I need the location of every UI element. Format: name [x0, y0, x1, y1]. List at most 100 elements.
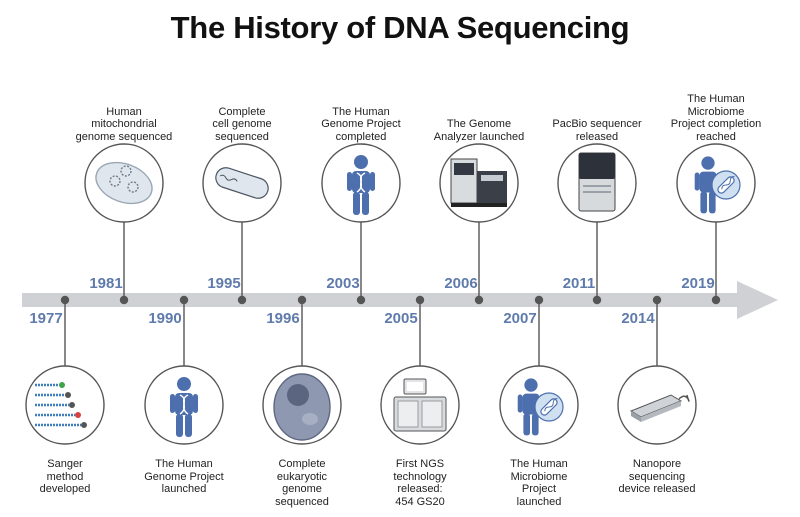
year-label: 1996: [266, 310, 300, 327]
ngs-machine-icon: [393, 378, 447, 432]
event-label-line: First NGS: [395, 458, 445, 470]
timeline-marker: [179, 295, 189, 305]
timeline-marker: [237, 295, 247, 305]
page-title: The History of DNA Sequencing: [170, 10, 630, 45]
event-label-line: PacBio sequencer: [552, 118, 642, 130]
event-label-line: sequenced: [215, 130, 269, 143]
human-microbiome-icon: [517, 378, 564, 436]
event-label-line: launched: [516, 495, 562, 508]
event-label-line: mitochondrial: [91, 118, 157, 130]
event-label-line: sequenced: [275, 495, 329, 508]
event-label-line: Project: [521, 483, 557, 495]
event-label-line: The Genome: [446, 118, 512, 130]
human-dna-icon: [347, 155, 375, 215]
sanger-reads-icon: [35, 382, 87, 428]
timeline-marker: [415, 295, 425, 305]
event-2005: [380, 295, 460, 445]
timeline-marker: [592, 295, 602, 305]
event-1996: [262, 295, 342, 445]
event-label-line: Sanger: [47, 458, 83, 470]
bacterium-icon: [215, 167, 269, 199]
event-2014: [617, 295, 697, 445]
timeline-marker: [119, 295, 129, 305]
event-1995: [202, 143, 282, 305]
event-label-line: launched: [161, 483, 207, 495]
year-label: 2011: [562, 275, 596, 292]
event-label-line: sequencing: [628, 470, 686, 483]
event-label-line: Genome Project: [144, 470, 224, 483]
event-label-line: Project completion: [670, 118, 762, 130]
year-label: 2006: [444, 275, 478, 292]
event-label-line: released: [575, 130, 619, 143]
event-1977: [25, 295, 105, 445]
mitochondrion-icon: [95, 161, 153, 205]
human-microbiome-icon: [694, 156, 741, 214]
event-2006: [439, 143, 519, 305]
event-label-line: developed: [39, 483, 91, 495]
event-label-line: genome sequenced: [75, 130, 173, 143]
year-label: 1995: [207, 275, 241, 292]
event-label-line: Analyzer launched: [433, 130, 525, 143]
event-2011: [557, 143, 637, 305]
event-label-line: The Human: [687, 93, 745, 105]
yeast-cell-icon: [273, 373, 331, 441]
year-label: 1990: [148, 310, 182, 327]
event-label-line: The Human: [332, 105, 390, 118]
event-label-line: method: [46, 470, 84, 483]
event-1990: [144, 295, 224, 445]
timeline-marker: [652, 295, 662, 305]
event-label-line: reached: [696, 130, 736, 143]
year-label: 2014: [621, 310, 655, 327]
event-2019: [676, 143, 756, 305]
year-label: 2003: [326, 275, 360, 292]
timeline-axis: [22, 293, 742, 307]
event-1981: [84, 143, 164, 305]
event-label-line: 454 GS20: [395, 495, 445, 508]
event-label-line: Microbiome: [510, 470, 568, 483]
event-label-line: The Human: [510, 458, 568, 470]
event-label-line: technology: [393, 470, 447, 483]
timeline-marker: [60, 295, 70, 305]
event-label-line: cell genome: [212, 118, 272, 130]
year-label: 2019: [681, 275, 715, 292]
year-label: 1981: [89, 275, 123, 292]
event-label-line: Nanopore: [632, 458, 682, 470]
timeline-marker: [297, 295, 307, 305]
event-label-line: The Human: [155, 458, 213, 470]
event-label-line: Complete: [278, 458, 326, 470]
event-label-line: Complete: [218, 105, 266, 118]
event-label-line: Microbiome: [687, 105, 745, 118]
event-label-line: released:: [397, 483, 443, 495]
pacbio-sequencer-icon: [578, 152, 616, 212]
timeline-arrowhead: [737, 281, 778, 319]
year-label: 1977: [29, 310, 63, 327]
year-label: 2007: [503, 310, 537, 327]
event-2007: [499, 295, 579, 445]
event-label-line: Genome Project: [321, 118, 401, 130]
timeline-marker: [474, 295, 484, 305]
event-label-line: genome: [282, 483, 322, 495]
human-dna-icon: [170, 377, 198, 437]
event-label-line: Human: [106, 105, 142, 118]
timeline-marker: [356, 295, 366, 305]
nanopore-device-icon: [629, 394, 690, 422]
event-2003: [321, 143, 401, 305]
genome-analyzer-icon: [450, 158, 507, 207]
event-label-line: device released: [618, 483, 696, 495]
event-label-line: completed: [335, 130, 387, 143]
event-label-line: eukaryotic: [276, 470, 328, 483]
timeline-marker: [534, 295, 544, 305]
